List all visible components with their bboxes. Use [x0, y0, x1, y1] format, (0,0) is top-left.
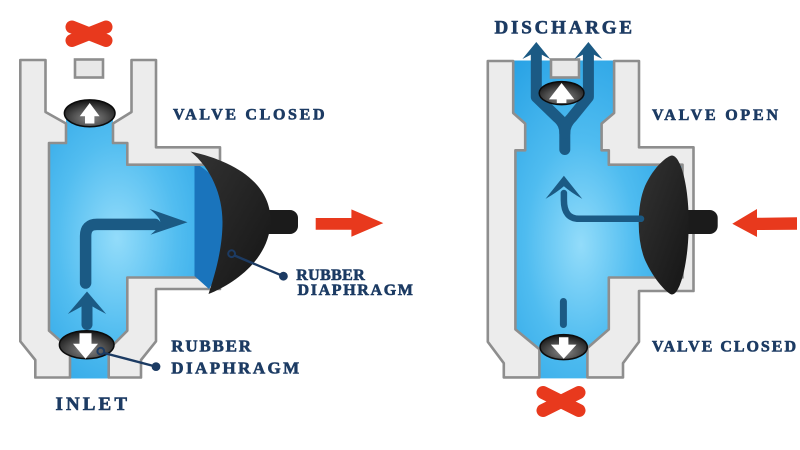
svg-text:INLET: INLET — [56, 394, 128, 415]
svg-text:VALVE CLOSED: VALVE CLOSED — [173, 107, 325, 124]
svg-text:RUBBER: RUBBER — [296, 267, 365, 284]
svg-text:DISCHARGE: DISCHARGE — [495, 18, 633, 39]
svg-text:RUBBER: RUBBER — [171, 337, 251, 356]
svg-text:VALVE CLOSED: VALVE CLOSED — [652, 338, 796, 355]
svg-text:VALVE OPEN: VALVE OPEN — [652, 107, 778, 124]
svg-text:DIAPHRAGM: DIAPHRAGM — [171, 359, 299, 378]
svg-text:DIAPHRAGM: DIAPHRAGM — [298, 282, 413, 299]
